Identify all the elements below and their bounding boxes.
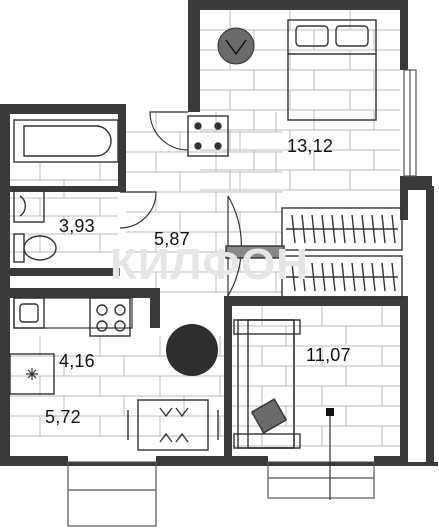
toilet bbox=[13, 233, 57, 263]
watermark: КИЛФОН bbox=[110, 240, 309, 289]
wall-bath-inner bbox=[10, 186, 120, 192]
column bbox=[166, 324, 218, 376]
wardrobes bbox=[225, 207, 403, 299]
wall-kitchen-top bbox=[10, 288, 160, 298]
area-label-bedroom: 13,12 bbox=[287, 136, 334, 156]
area-label-kitchen: 4,16 bbox=[59, 351, 95, 371]
armchair-bedroom bbox=[217, 27, 255, 65]
stove-hall bbox=[187, 115, 229, 157]
wall-right-bottom bbox=[400, 296, 408, 466]
wall-living-left bbox=[224, 296, 232, 466]
kitchen-counter bbox=[13, 297, 133, 329]
wall-bottom-line bbox=[0, 462, 438, 466]
balcony-left bbox=[67, 461, 157, 527]
wall-bottom-right bbox=[374, 456, 408, 466]
wall-bath-bottom bbox=[10, 268, 120, 276]
wall-left bbox=[0, 104, 10, 466]
floor-pattern bbox=[10, 10, 400, 447]
wall-bottom-left bbox=[0, 456, 68, 466]
wall-bottom-mid bbox=[156, 456, 268, 466]
tv-marker bbox=[326, 408, 334, 500]
door-bathroom bbox=[119, 191, 157, 229]
balcony-right bbox=[267, 461, 375, 499]
fridge bbox=[9, 353, 55, 395]
sofa bbox=[233, 319, 301, 449]
wall-bedroom-left bbox=[188, 0, 200, 112]
wall-right-mid bbox=[400, 176, 408, 220]
wall-bath-right bbox=[118, 104, 126, 192]
sink-bath bbox=[13, 189, 45, 223]
area-label-dining: 5,72 bbox=[45, 407, 81, 427]
dining-table bbox=[127, 399, 219, 451]
wall-living-top bbox=[226, 296, 404, 306]
armchair-living bbox=[250, 398, 288, 434]
wall-far-right bbox=[426, 186, 434, 466]
wall-right-step bbox=[404, 176, 432, 186]
windows bbox=[67, 69, 417, 527]
wall-right-top bbox=[400, 0, 408, 70]
pillow bbox=[335, 25, 369, 47]
area-label-living-room: 11,07 bbox=[306, 345, 351, 365]
door-bedroom bbox=[149, 111, 189, 151]
wall-kitchen-post bbox=[150, 288, 160, 328]
pillow bbox=[295, 25, 329, 47]
bathtub bbox=[13, 119, 119, 163]
area-label-bathroom: 3,93 bbox=[59, 216, 95, 236]
wall-top bbox=[188, 0, 408, 10]
bed bbox=[287, 19, 377, 121]
wall-step-cap bbox=[400, 186, 432, 190]
cooktop bbox=[89, 297, 131, 337]
kitchen-sink bbox=[13, 297, 45, 329]
area-label-hallway: 5,87 bbox=[154, 229, 190, 249]
walls bbox=[0, 0, 438, 466]
wall-bath-top bbox=[0, 104, 122, 114]
